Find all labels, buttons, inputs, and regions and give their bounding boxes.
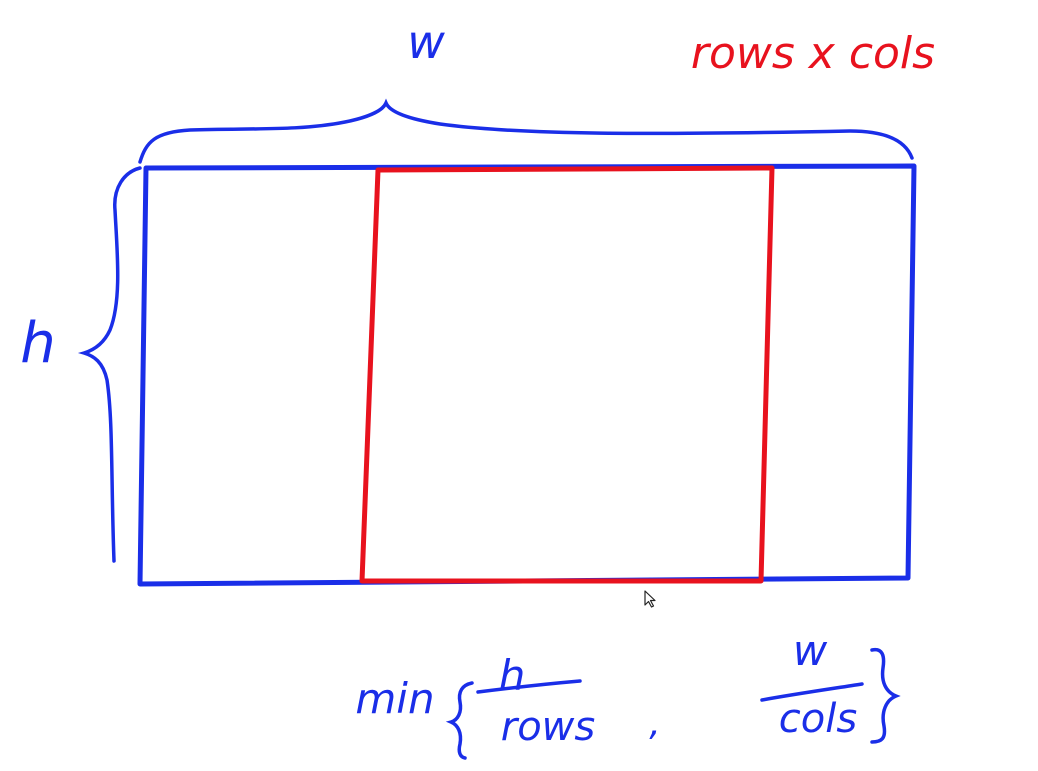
formula-separator: , [649,703,660,744]
height-label: h [20,311,56,376]
inner-square [359,165,775,584]
right-numerator: w [793,626,828,675]
right-fraction-bar [760,682,864,702]
mouse-cursor-icon [644,590,656,608]
formula-open-brace [445,681,474,760]
left-fraction-bar [476,679,582,694]
width-label: w [407,15,445,69]
formula-close-brace [870,647,901,744]
width-brace [138,98,914,164]
grid-size-label: rows x cols [691,28,935,79]
outer-rectangle [137,163,917,587]
min-function-label: min [355,674,434,723]
left-denominator: rows [501,704,595,750]
left-numerator: h [499,651,526,700]
right-denominator: cols [779,696,857,742]
height-brace [77,166,142,563]
min-formula: min h rows , w cols [355,626,901,760]
